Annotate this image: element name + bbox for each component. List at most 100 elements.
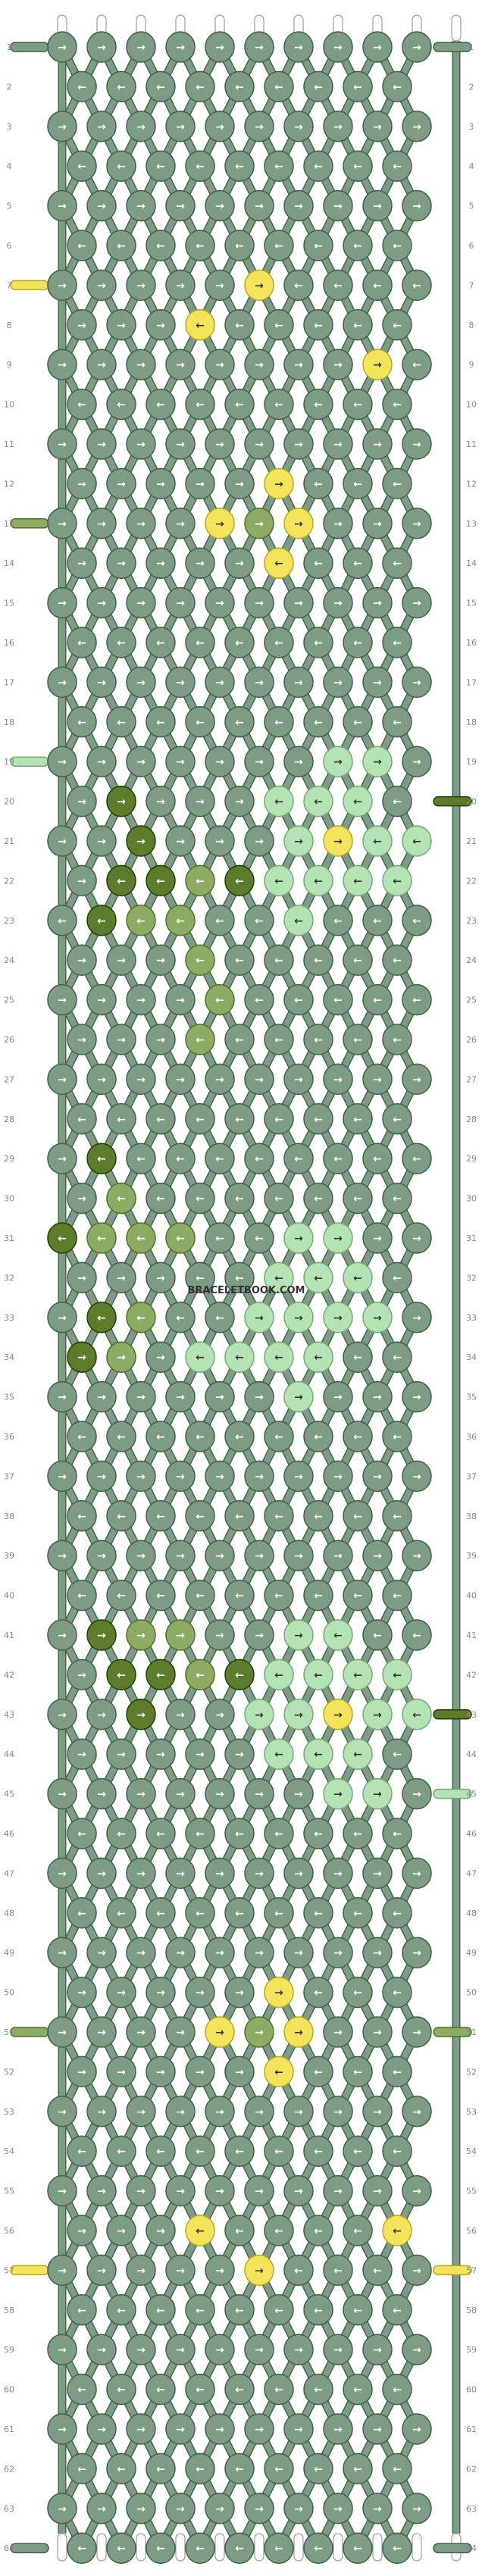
left-edge-color-marker [10,2543,49,2553]
knot: ← [106,1579,136,1612]
knot-direction-arrow: ← [294,280,303,292]
knot-circle [303,785,333,818]
knot: ← [106,70,136,103]
knot: ← [264,1103,294,1135]
knot-direction-arrow: ← [274,796,283,808]
knot-direction-arrow: → [373,42,382,54]
knot-circle [283,1380,314,1413]
knot: → [106,1024,136,1055]
knot-circle [382,1579,412,1612]
knot-direction-arrow: → [215,1550,224,1562]
row-number-right: 64 [466,2543,477,2553]
right-edge-color-marker [433,1709,472,1720]
knot-direction-arrow: → [215,1471,224,1483]
knot-direction-arrow: ← [314,2384,323,2396]
knot-direction-arrow: → [373,1868,382,1880]
knot: → [402,2174,432,2207]
knot-direction-arrow: → [97,2186,106,2198]
knot: ← [343,70,373,103]
knot-direction-arrow: ← [196,955,205,967]
knot: ← [303,1579,333,1612]
knot: ← [146,2373,176,2406]
knot: ← [67,2135,97,2167]
knot-circle [283,2016,314,2048]
row-number-right: 46 [466,1829,477,1839]
knot-direction-arrow: ← [274,2146,283,2158]
knot-direction-arrow: ← [393,875,402,887]
knot-circle [205,31,235,63]
row-number-left: 15 [4,599,14,608]
knot: ← [86,1222,117,1254]
knot: → [362,1857,393,1890]
knot: ← [185,1500,215,1532]
knot: → [362,2016,393,2048]
knot-circle [303,2294,333,2326]
knot-circle [402,111,432,142]
knot: ← [106,1500,136,1532]
knot-circle [165,1937,196,1968]
knot-circle [224,2532,255,2564]
row-number-left: 20 [4,797,14,807]
knot: ← [382,944,412,976]
knot: ← [382,2373,412,2406]
knot: ← [244,1222,274,1254]
knot-direction-arrow: → [215,42,224,54]
knot: → [205,2016,235,2048]
knot: ← [47,905,77,936]
knot-direction-arrow: → [215,2424,224,2436]
knot-circle [224,1579,255,1612]
knot-direction-arrow: ← [156,1590,165,1602]
knot: → [323,2016,353,2048]
knot-direction-arrow: ← [274,717,283,729]
knot-direction-arrow: → [294,2027,303,2039]
knot-circle [402,1222,432,1254]
knot-circle [402,2016,432,2048]
knot: ← [67,388,97,420]
knot: → [362,31,393,63]
knot: ← [382,1976,412,2009]
knot-direction-arrow: ← [353,1828,362,1840]
knot-circle [126,31,156,63]
knot-circle [205,1857,235,1890]
knot-circle [264,1024,294,1055]
knot-circle [126,2413,156,2445]
knot: ← [67,1421,97,1452]
knot-circle [343,785,373,818]
knot-direction-arrow: → [215,1074,224,1086]
knot: → [244,1777,274,1810]
right-edge-color-marker [433,2027,472,2037]
knot-circle [67,2055,97,2088]
knot-circle [205,2096,235,2127]
knot-circle [224,627,255,658]
knot: → [244,2096,274,2127]
knot-circle [86,1222,117,1254]
row-number-left: 43 [4,1710,14,1720]
row-number-left: 63 [4,2504,14,2514]
knot-direction-arrow: → [77,1193,86,1205]
knot-circle [67,1818,97,1849]
knot: ← [264,309,294,341]
knot-circle [382,388,412,420]
knot: → [224,467,255,500]
knot: → [244,1857,274,1890]
knot-circle [382,1103,412,1135]
knot-circle [47,189,77,222]
knot-circle [402,1143,432,1174]
knot-direction-arrow: → [97,1392,106,1404]
knot-direction-arrow: ← [117,2384,126,2396]
knot: → [205,428,235,460]
knot-direction-arrow: → [136,518,146,530]
knot-circle [303,1341,333,1373]
knot-circle [343,2215,373,2246]
knot-circle [402,1063,432,1096]
knot-direction-arrow: ← [117,2305,126,2317]
knot-direction-arrow: ← [196,2543,205,2555]
row-number-left: 9 [7,360,12,370]
knot-circle [362,31,393,63]
knot-direction-arrow: ← [294,1153,303,1165]
knot-direction-arrow: ← [274,955,283,967]
knot-direction-arrow: → [176,2503,185,2515]
knot-direction-arrow: → [176,1471,185,1483]
knot: ← [86,905,117,936]
knot-direction-arrow: ← [235,1828,244,1840]
